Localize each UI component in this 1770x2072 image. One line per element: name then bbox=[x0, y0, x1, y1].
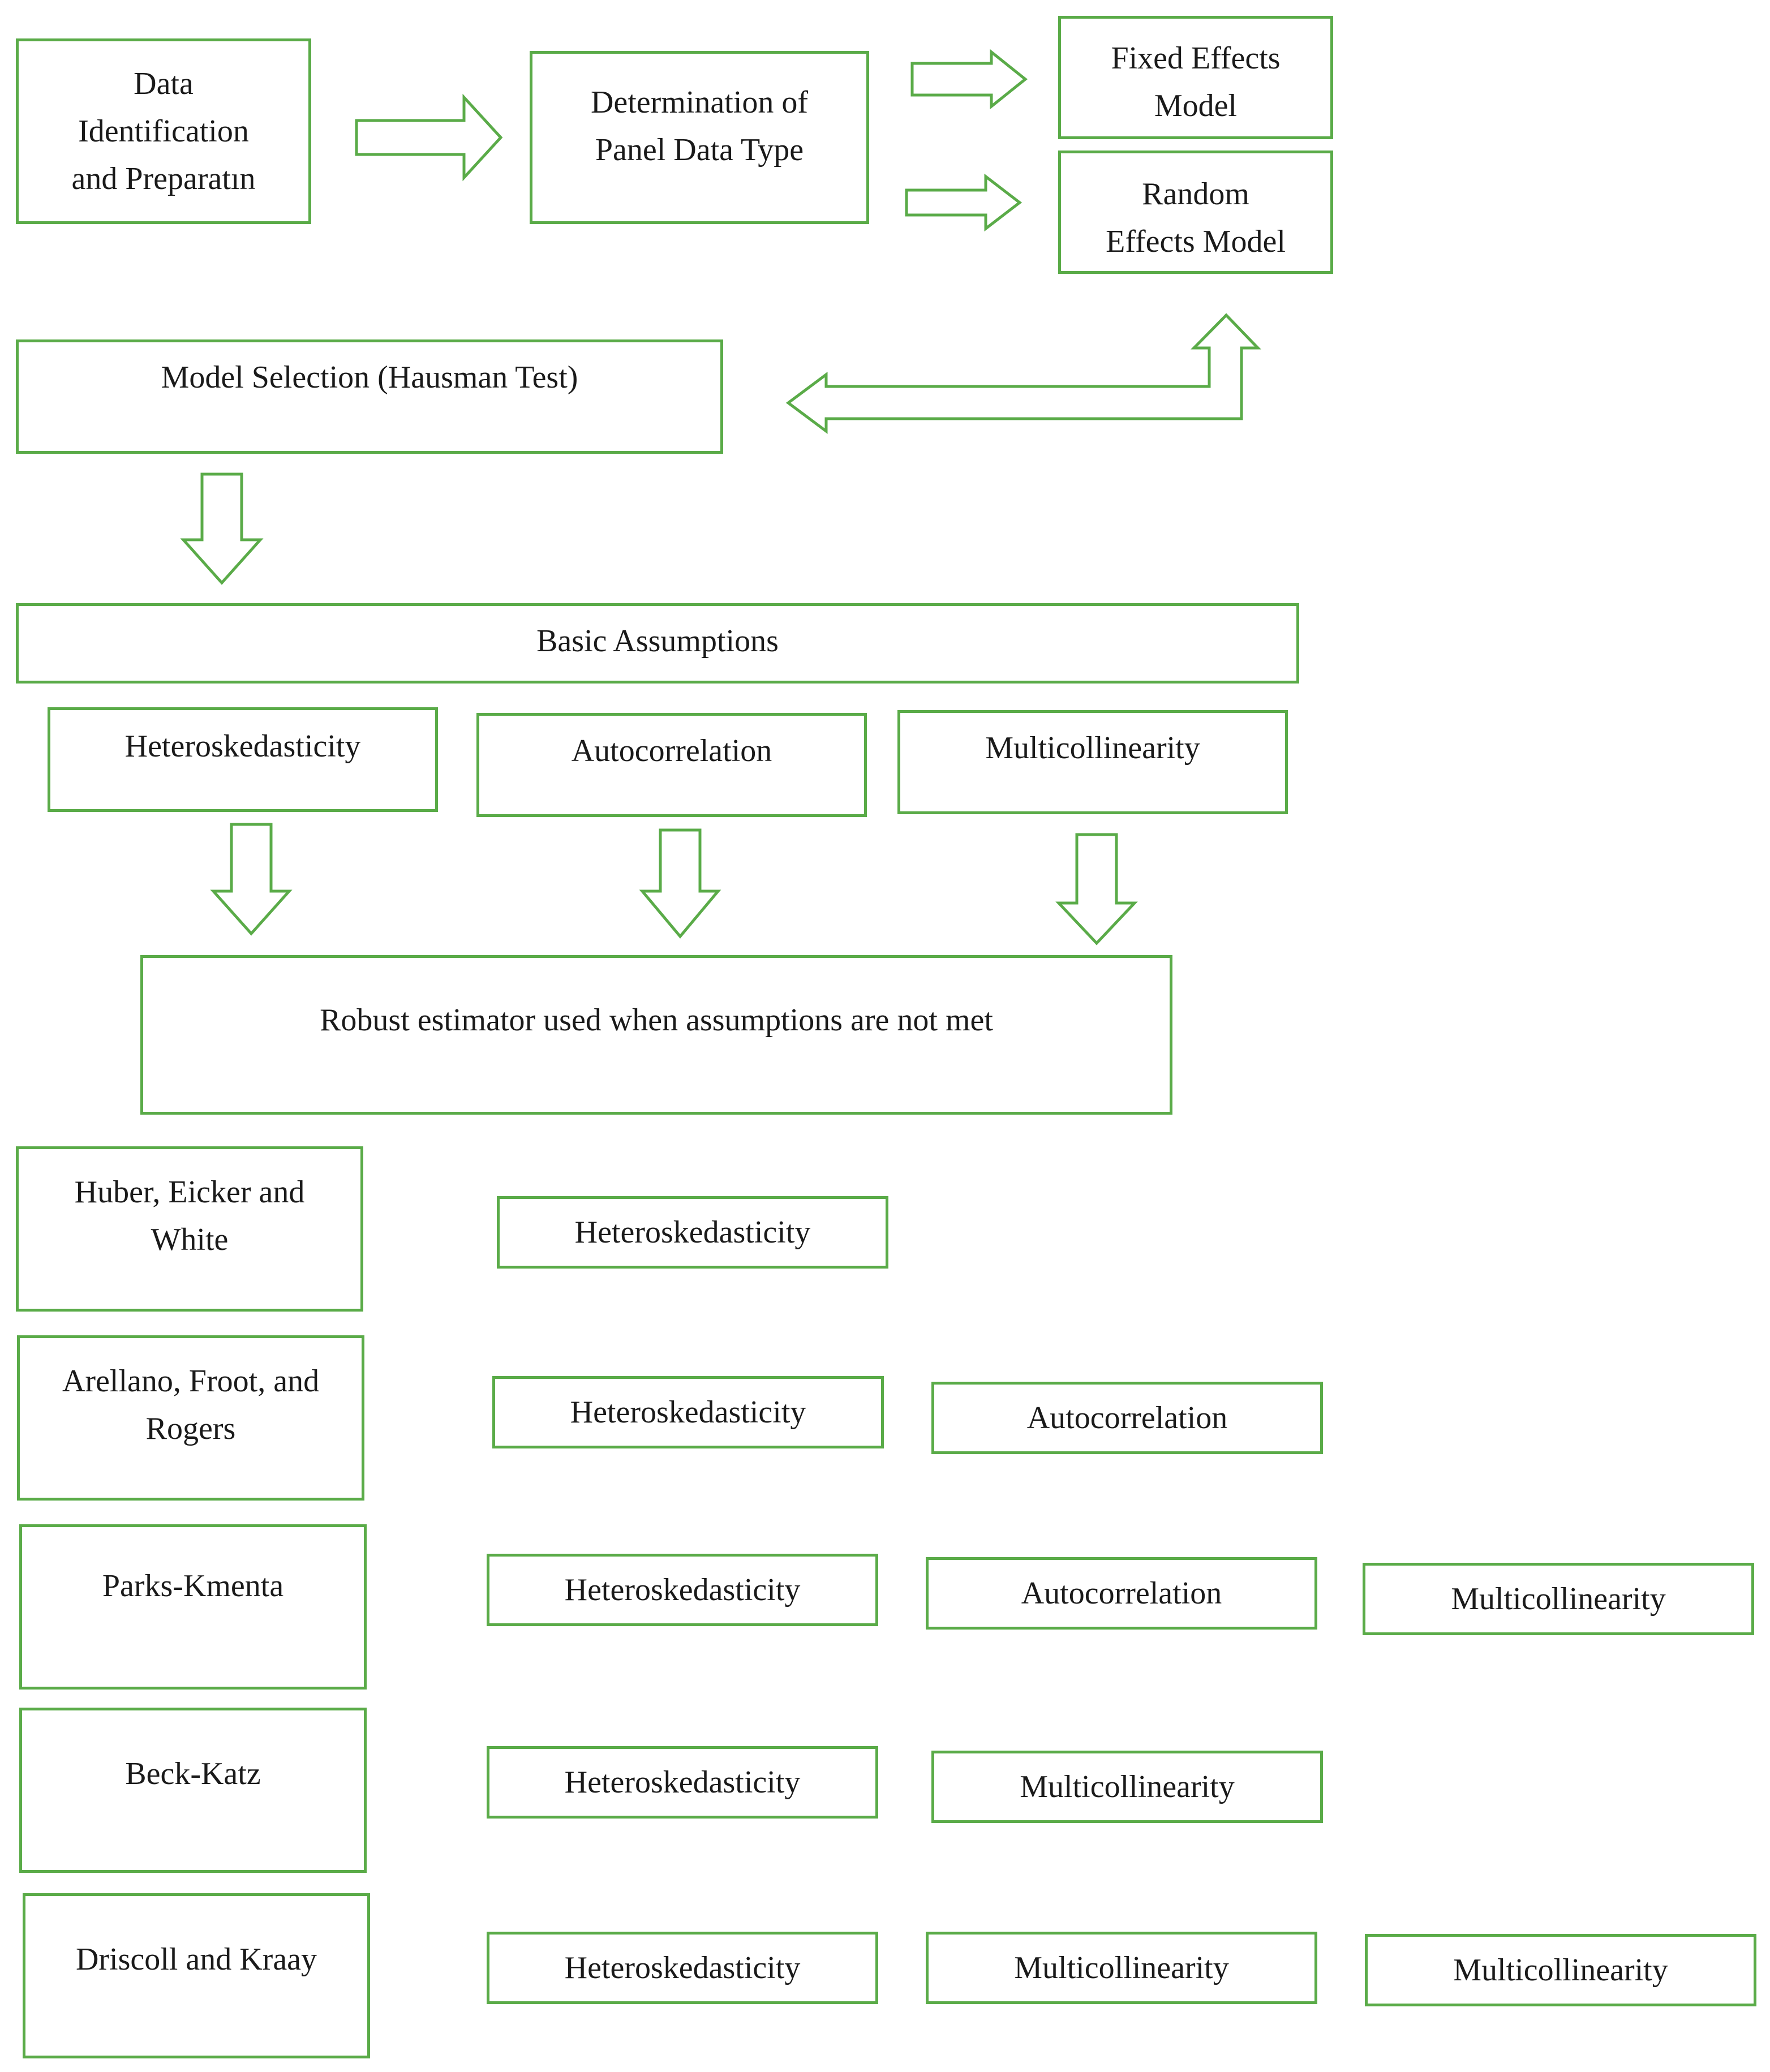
estimator-box: Parks-Kmenta bbox=[19, 1524, 367, 1690]
panel-data-type-box: Determination of Panel Data Type bbox=[530, 51, 869, 224]
estimator-label: Driscoll and Kraay bbox=[75, 1942, 317, 1977]
handles-box: Multicollinearity bbox=[1363, 1563, 1754, 1635]
right-arrow-icon bbox=[355, 93, 503, 182]
right-arrow-icon bbox=[910, 49, 1028, 110]
handles-box: Multicollinearity bbox=[926, 1932, 1317, 2004]
handles-label: Heteroskedasticity bbox=[564, 1950, 801, 1985]
handles-label: Heteroskedasticity bbox=[564, 1765, 801, 1800]
down-arrow-icon bbox=[1055, 833, 1138, 945]
model-selection-box: Model Selection (Hausman Test) bbox=[16, 339, 723, 454]
right-arrow-icon bbox=[905, 173, 1023, 232]
handles-label: Multicollinearity bbox=[1014, 1950, 1229, 1985]
assumption-heteroskedasticity-box: Heteroskedasticity bbox=[48, 707, 438, 812]
estimator-box: Driscoll and Kraay bbox=[23, 1893, 370, 2058]
robust-estimator-label: Robust estimator used when assumptions a… bbox=[320, 1003, 993, 1038]
estimator-label: Beck-Katz bbox=[125, 1756, 261, 1791]
down-arrow-icon bbox=[210, 823, 293, 936]
estimator-label: Parks-Kmenta bbox=[102, 1568, 284, 1604]
handles-box: Heteroskedasticity bbox=[487, 1554, 878, 1626]
assumption-label: Multicollinearity bbox=[985, 730, 1200, 766]
panel-data-type-label: Determination of Panel Data Type bbox=[590, 85, 809, 167]
handles-box: Heteroskedasticity bbox=[492, 1376, 884, 1448]
estimator-label: Arellano, Froot, and Rogers bbox=[62, 1364, 320, 1446]
bidirectional-arrow-icon bbox=[785, 313, 1261, 434]
random-effects-label: Random Effects Model bbox=[1106, 177, 1286, 259]
fixed-effects-label: Fixed Effects Model bbox=[1111, 41, 1281, 123]
assumption-label: Autocorrelation bbox=[571, 733, 772, 768]
handles-box: Heteroskedasticity bbox=[487, 1932, 878, 2004]
down-arrow-icon bbox=[639, 828, 721, 939]
handles-label: Autocorrelation bbox=[1021, 1576, 1222, 1611]
random-effects-box: Random Effects Model bbox=[1058, 151, 1333, 274]
robust-estimator-box: Robust estimator used when assumptions a… bbox=[140, 955, 1172, 1115]
basic-assumptions-label: Basic Assumptions bbox=[536, 624, 779, 659]
handles-label: Multicollinearity bbox=[1020, 1769, 1235, 1804]
handles-label: Heteroskedasticity bbox=[574, 1215, 811, 1250]
assumption-autocorrelation-box: Autocorrelation bbox=[476, 713, 867, 817]
assumption-label: Heteroskedasticity bbox=[124, 729, 361, 764]
handles-box: Multicollinearity bbox=[1365, 1934, 1756, 2006]
handles-box: Autocorrelation bbox=[926, 1557, 1317, 1630]
basic-assumptions-box: Basic Assumptions bbox=[16, 603, 1299, 683]
estimator-box: Beck-Katz bbox=[19, 1708, 367, 1873]
estimator-label: Huber, Eicker and White bbox=[74, 1175, 305, 1257]
handles-label: Heteroskedasticity bbox=[570, 1395, 806, 1430]
data-identification-box: Data Identification and Preparatın bbox=[16, 38, 311, 224]
handles-box: Multicollinearity bbox=[931, 1751, 1323, 1823]
handles-label: Heteroskedasticity bbox=[564, 1572, 801, 1607]
fixed-effects-box: Fixed Effects Model bbox=[1058, 16, 1333, 139]
handles-label: Multicollinearity bbox=[1453, 1953, 1668, 1988]
handles-box: Heteroskedasticity bbox=[497, 1196, 888, 1269]
estimator-box: Arellano, Froot, and Rogers bbox=[17, 1335, 364, 1501]
data-identification-label: Data Identification and Preparatın bbox=[71, 66, 256, 196]
estimator-box: Huber, Eicker and White bbox=[16, 1146, 363, 1312]
down-arrow-icon bbox=[180, 472, 264, 585]
handles-label: Autocorrelation bbox=[1026, 1400, 1228, 1435]
handles-label: Multicollinearity bbox=[1451, 1581, 1666, 1617]
assumption-multicollinearity-box: Multicollinearity bbox=[897, 710, 1288, 814]
handles-box: Heteroskedasticity bbox=[487, 1746, 878, 1819]
model-selection-label: Model Selection (Hausman Test) bbox=[161, 360, 578, 395]
handles-box: Autocorrelation bbox=[931, 1382, 1323, 1454]
